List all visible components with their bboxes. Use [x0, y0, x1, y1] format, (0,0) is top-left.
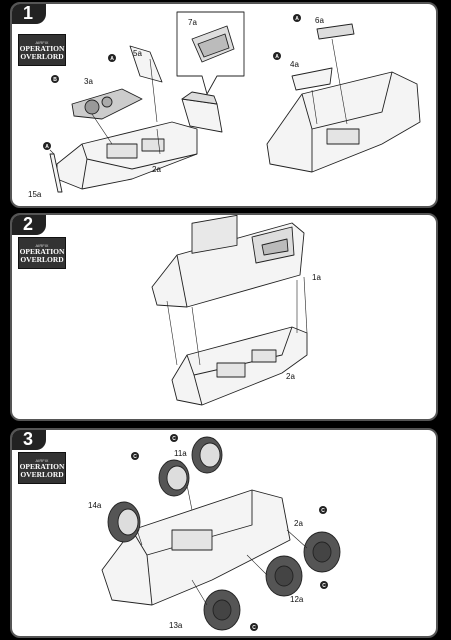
part-5a-shape: [129, 45, 163, 83]
svg-text:A: A: [275, 54, 279, 60]
step-number: 3: [12, 430, 46, 450]
operation-overlord-logo: AIRFIX OPERATION OVERLORD: [18, 34, 66, 66]
part-label-12a: 12a: [290, 595, 304, 604]
step-3-panel: 3 AIRFIX OPERATION OVERLORD: [10, 428, 438, 638]
logo-line-2: OVERLORD: [20, 469, 64, 479]
part-label-1a: 1a: [312, 273, 321, 282]
wheel-12a: [265, 555, 303, 597]
svg-text:A: A: [110, 56, 114, 62]
part-label-2a: 2a: [152, 165, 161, 174]
part-label-7a: 7a: [188, 18, 197, 27]
wheel-11a-front: [158, 459, 190, 497]
step-2-diagram: 1a 2a: [151, 215, 321, 406]
svg-text:C: C: [321, 508, 325, 514]
svg-text:C: C: [322, 583, 326, 589]
step-1-diagram: A B A A A 7a 5a 3a 6a 4a 2a 15a: [28, 11, 421, 199]
step-1-panel: 1 AIRFIX OPERATION OVERLORD: [10, 2, 438, 208]
step-number: 2: [12, 215, 46, 235]
logo-line-1: OPERATION: [19, 43, 65, 53]
step-number: 1: [12, 4, 46, 24]
part-label-13a: 13a: [169, 621, 183, 630]
logo-line-2: OVERLORD: [20, 51, 64, 61]
operation-overlord-logo: AIRFIX OPERATION OVERLORD: [18, 237, 66, 269]
part-label-4a: 4a: [290, 60, 299, 69]
part-label-11a: 11a: [174, 449, 187, 458]
logo-small-text: AIRFIX: [35, 39, 49, 45]
hull-right: [266, 71, 421, 173]
callout-a-4-icon: A: [273, 52, 281, 60]
callout-c-3-icon: C: [319, 506, 327, 514]
step-3-diagram: C C C C C 11a 14a 2a 12a 13a: [88, 434, 341, 631]
part-label-6a: 6a: [315, 16, 324, 25]
wheel-14a: [107, 501, 141, 543]
part-label-5a: 5a: [133, 49, 142, 58]
wheel-11a-rear: [191, 436, 223, 474]
part-label-14a: 14a: [88, 501, 102, 510]
part-label-3a: 3a: [84, 77, 93, 86]
svg-text:A: A: [45, 144, 49, 150]
operation-overlord-logo: AIRFIX OPERATION OVERLORD: [18, 452, 66, 484]
step-2-panel: 2 AIRFIX OPERATION OVERLORD 1a 2a: [10, 213, 438, 421]
part-6a-shape: [316, 23, 355, 40]
callout-a-1-icon: A: [108, 54, 116, 62]
callout-c-1-icon: C: [170, 434, 178, 442]
part-15a-shape: [49, 153, 63, 193]
part-label-2a: 2a: [286, 372, 295, 381]
callout-c-5-icon: C: [250, 623, 258, 631]
svg-text:C: C: [133, 454, 137, 460]
callout-a-2-icon: A: [43, 142, 51, 150]
logo-line-1: OPERATION: [19, 461, 65, 471]
part-4a-shape: [291, 67, 333, 91]
wheel-2a: [303, 531, 341, 573]
part-label-15a: 15a: [28, 190, 42, 199]
logo-line-1: OPERATION: [19, 246, 65, 256]
svg-text:C: C: [252, 625, 256, 631]
callout-c-4-icon: C: [320, 581, 328, 589]
callout-b-icon: B: [51, 75, 59, 83]
callout-a-3-icon: A: [293, 14, 301, 22]
svg-text:C: C: [172, 436, 176, 442]
logo-small-text: AIRFIX: [35, 242, 49, 248]
logo-small-text: AIRFIX: [35, 457, 49, 463]
callout-c-2-icon: C: [131, 452, 139, 460]
wheels-group: [107, 436, 341, 631]
svg-text:A: A: [295, 16, 299, 22]
logo-line-2: OVERLORD: [20, 254, 64, 264]
wheel-13a: [203, 589, 241, 631]
svg-text:B: B: [53, 77, 57, 83]
part-label-2a: 2a: [294, 519, 303, 528]
